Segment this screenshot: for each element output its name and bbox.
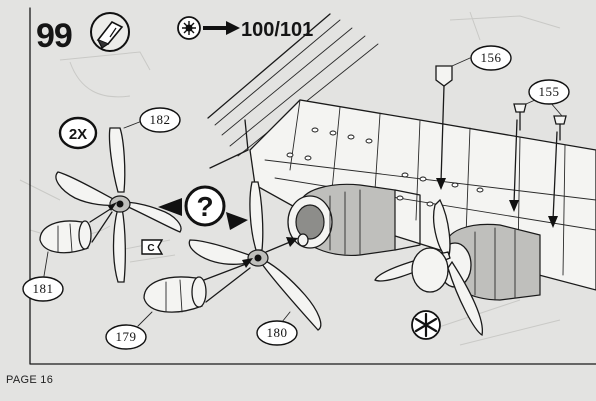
svg-text:180: 180: [267, 325, 288, 340]
spinner-179: [143, 276, 207, 313]
symmetry-asterisk-icon: [411, 310, 441, 340]
part-callout-182: 182: [123, 107, 181, 133]
part-callout-180: 180: [256, 311, 298, 346]
part-callout-156: 156: [451, 45, 512, 71]
assembly-arrows-a: [89, 202, 117, 243]
pin-155-a: [509, 103, 527, 212]
sprue-flag-c: C: [141, 239, 164, 255]
propeller-180: [188, 181, 322, 331]
quantity-badge: 2X: [58, 116, 98, 150]
svg-text:179: 179: [116, 329, 137, 344]
assembly-arrows-b: [203, 237, 298, 303]
svg-text:?: ?: [196, 191, 213, 222]
glue-tube-icon: [90, 12, 130, 52]
svg-text:155: 155: [539, 84, 560, 99]
assembly-reference-icon: [177, 16, 201, 40]
part-callout-181: 181: [22, 251, 64, 302]
question-callout-icon: ?: [158, 185, 248, 230]
svg-text:2X: 2X: [69, 126, 87, 143]
part-callout-179: 179: [105, 311, 153, 350]
svg-text:182: 182: [150, 112, 171, 127]
svg-text:156: 156: [481, 50, 502, 65]
propeller-182: [55, 127, 182, 283]
part-callout-155: 155: [525, 79, 570, 117]
page-number: PAGE 16: [6, 374, 54, 386]
svg-text:C: C: [147, 243, 154, 254]
spinner-181: [39, 220, 92, 254]
engine-nacelle-left: [287, 183, 421, 257]
step-frame: [29, 7, 596, 365]
engine-nacelle-right: [374, 198, 541, 337]
reference-arrow: [203, 21, 240, 35]
step-number: 99: [36, 17, 72, 55]
reference-target: 100/101: [241, 19, 313, 41]
svg-text:181: 181: [33, 281, 54, 296]
pin-156: [435, 65, 453, 190]
